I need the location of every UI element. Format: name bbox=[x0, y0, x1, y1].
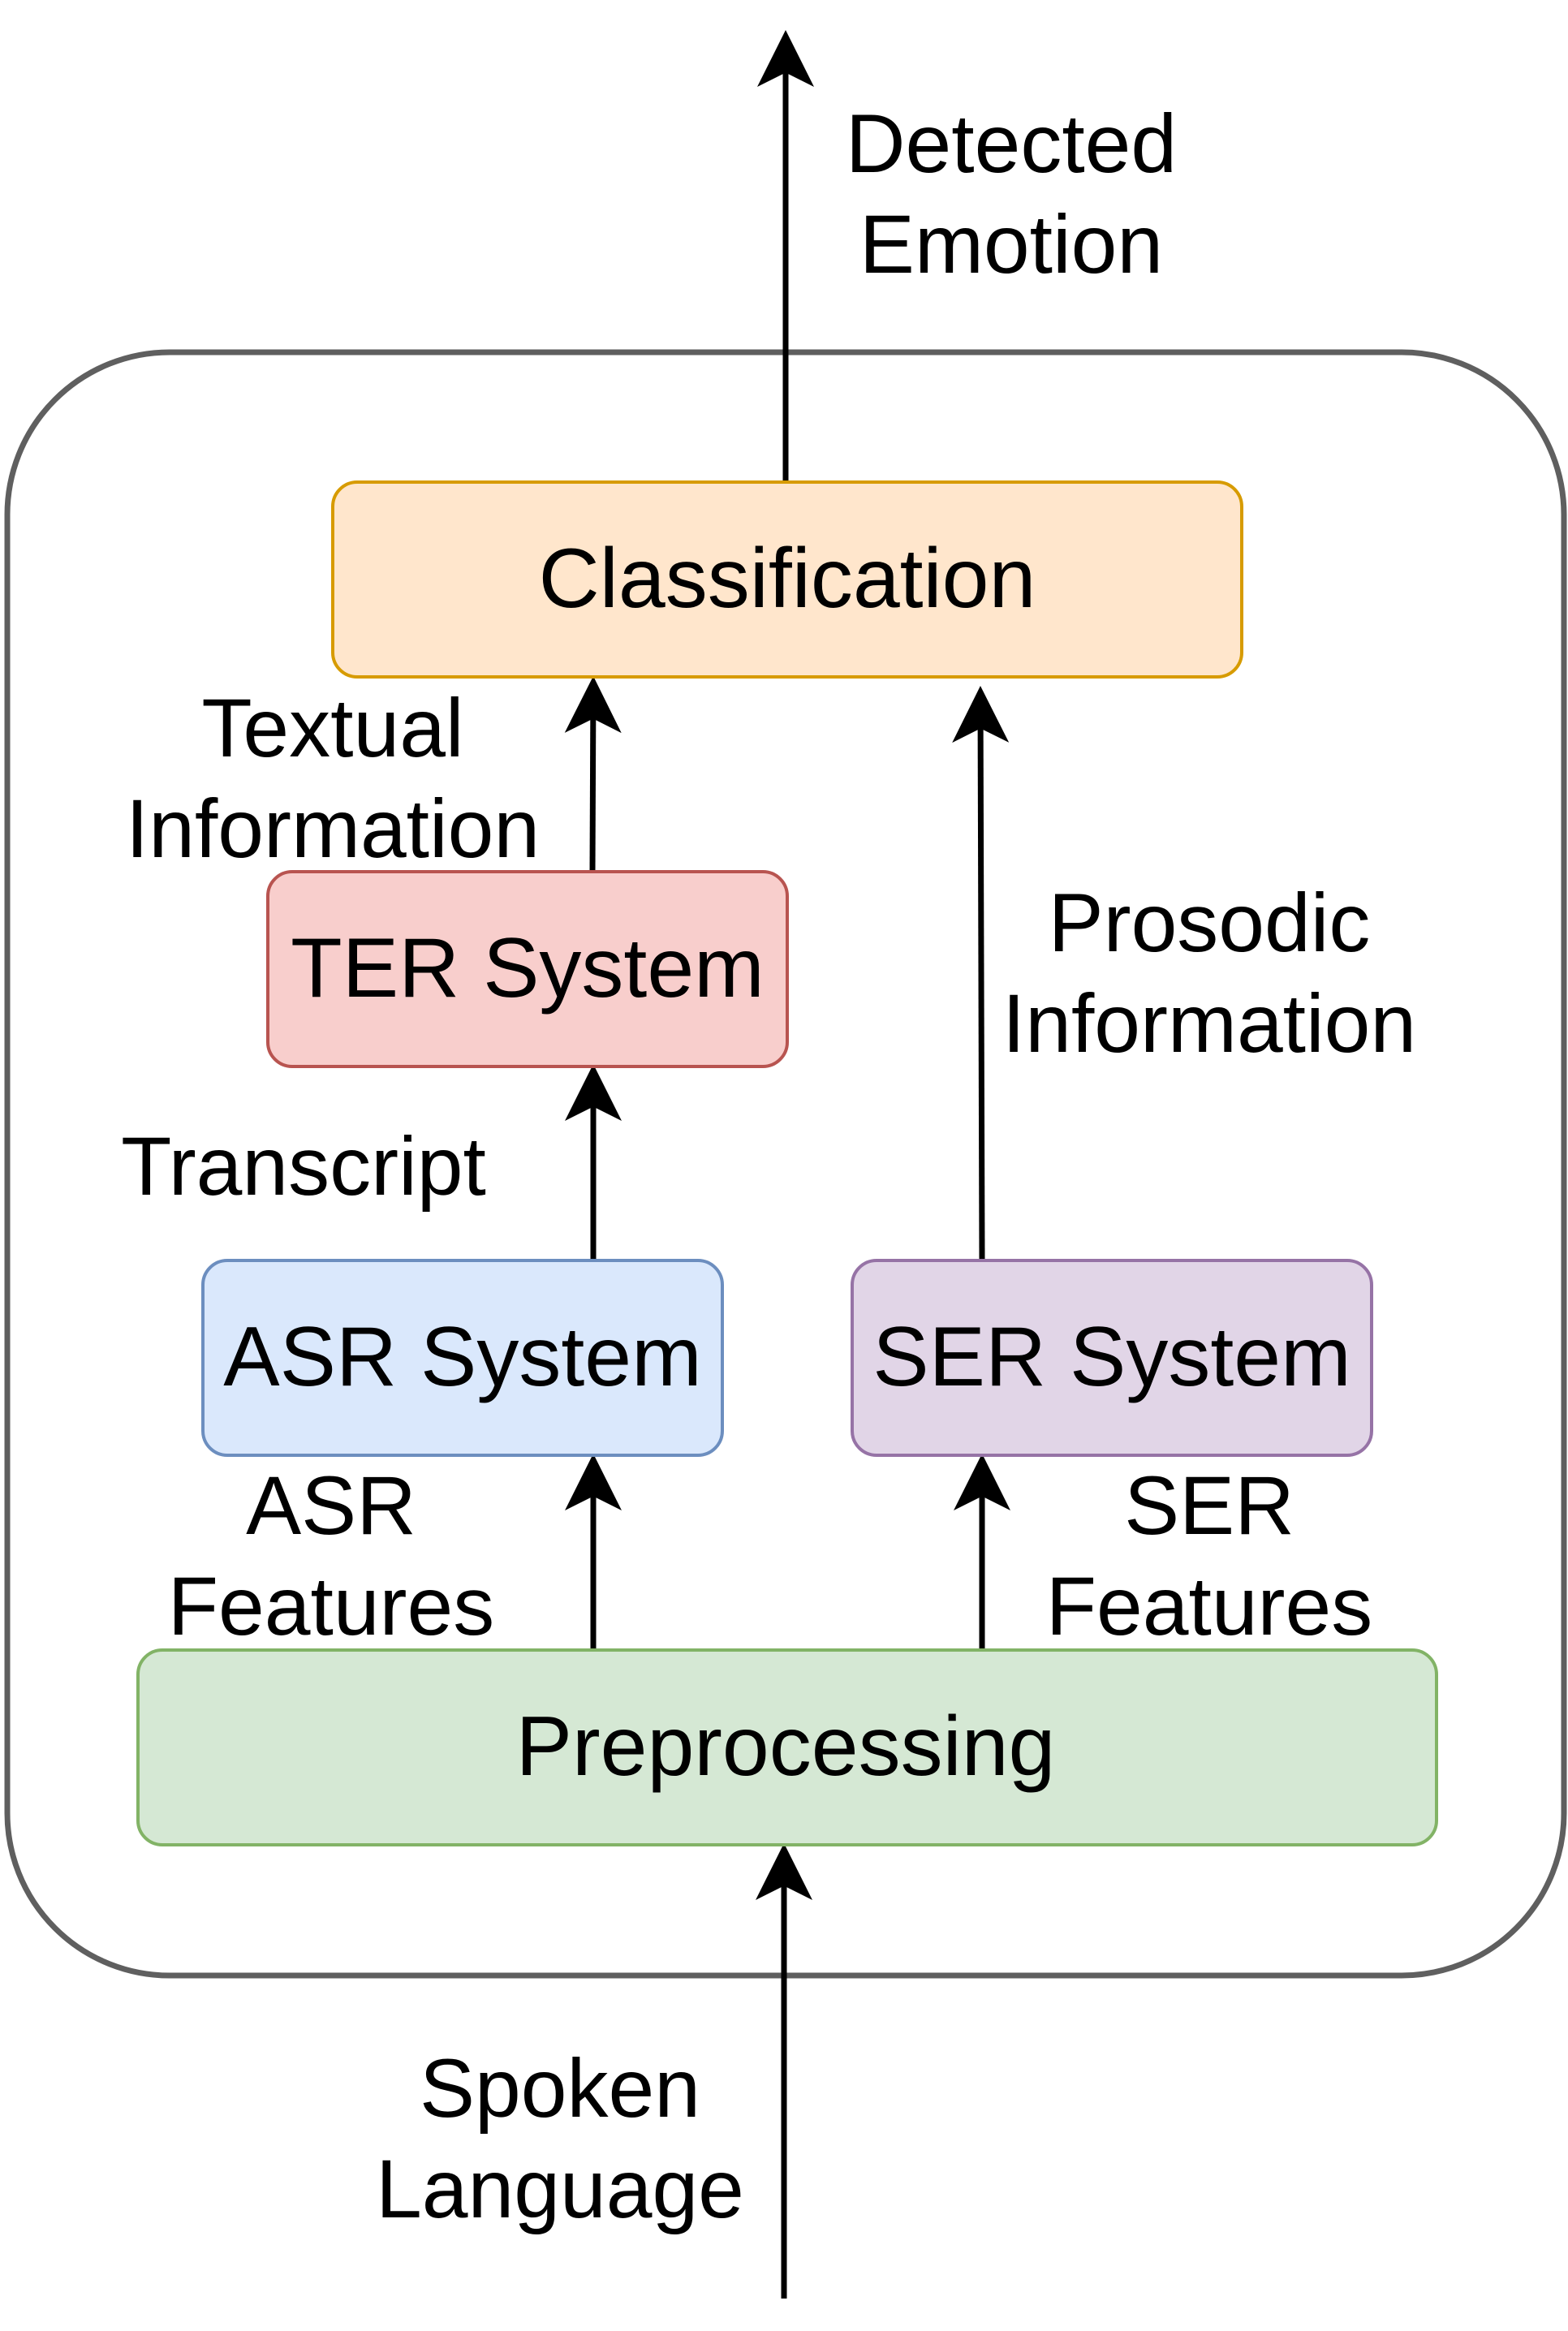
detected-emotion-label: Detected Emotion bbox=[846, 97, 1177, 291]
ter-system-label: TER System bbox=[291, 921, 765, 1015]
ser-system-label: SER System bbox=[872, 1310, 1350, 1404]
preprocessing-node: Preprocessing bbox=[136, 1648, 1438, 1846]
asr-features-line2: Features bbox=[168, 1560, 495, 1652]
asr-system-label: ASR System bbox=[223, 1310, 701, 1404]
transcript-line1: Transcript bbox=[121, 1120, 486, 1213]
ser-system-node: SER System bbox=[851, 1259, 1373, 1457]
spoken-language-line2: Language bbox=[376, 2143, 744, 2235]
asr-features-label: ASR Features bbox=[168, 1459, 495, 1652]
spoken-language-line1: Spoken bbox=[420, 2042, 700, 2135]
prosodic-information-line2: Information bbox=[1002, 977, 1416, 1070]
ser-features-label: SER Features bbox=[1046, 1459, 1373, 1652]
arrow-ter-to-classification bbox=[564, 676, 622, 873]
transcript-label: Transcript bbox=[121, 1120, 486, 1213]
ter-system-node: TER System bbox=[266, 870, 789, 1068]
classification-label: Classification bbox=[539, 532, 1036, 626]
prosodic-information-line1: Prosodic bbox=[1049, 877, 1371, 969]
ser-features-line1: SER bbox=[1124, 1459, 1294, 1552]
spoken-language-label: Spoken Language bbox=[376, 2042, 744, 2235]
classification-node: Classification bbox=[331, 480, 1243, 679]
preprocessing-label: Preprocessing bbox=[516, 1700, 1056, 1794]
arrow-ser-to-classification bbox=[952, 686, 1010, 1261]
arrows bbox=[564, 30, 1010, 2299]
detected-emotion-line2: Emotion bbox=[859, 198, 1163, 291]
textual-information-line2: Information bbox=[126, 782, 540, 875]
ser-features-line2: Features bbox=[1046, 1560, 1373, 1652]
detected-emotion-line1: Detected bbox=[846, 97, 1177, 190]
asr-features-line1: ASR bbox=[246, 1459, 416, 1552]
textual-information-line1: Textual bbox=[201, 682, 463, 774]
asr-system-node: ASR System bbox=[201, 1259, 724, 1457]
textual-information-label: Textual Information bbox=[126, 682, 540, 875]
prosodic-information-label: Prosodic Information bbox=[1002, 877, 1416, 1070]
